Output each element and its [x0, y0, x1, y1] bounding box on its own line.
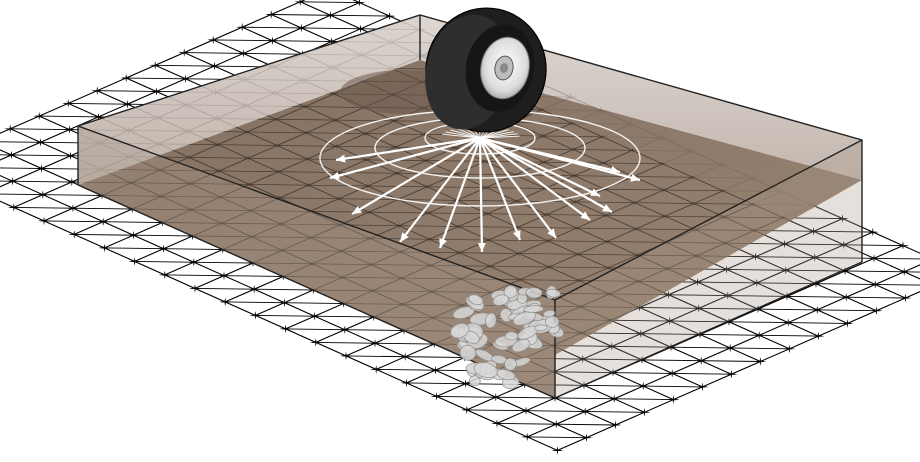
geogrid-node — [725, 370, 737, 378]
geogrid-node — [399, 353, 411, 361]
geogrid-node — [490, 393, 502, 401]
geogrid-node — [867, 228, 879, 236]
geogrid-node — [179, 75, 191, 83]
geogrid-node — [309, 312, 321, 320]
geogrid-node — [66, 178, 78, 186]
geogrid-node — [638, 408, 650, 416]
geogrid-node — [5, 151, 17, 159]
geogrid-node — [98, 244, 110, 252]
geogrid-node — [431, 392, 443, 400]
geogrid-node — [159, 271, 171, 279]
geogrid-node — [666, 369, 678, 377]
geogrid-node — [753, 331, 765, 339]
geogrid-node — [324, 11, 336, 19]
geogrid-node — [178, 48, 190, 56]
geogrid-node — [150, 87, 162, 95]
geogrid-node — [696, 383, 708, 391]
geogrid-node — [149, 61, 161, 69]
geogrid-node — [67, 204, 79, 212]
geogrid-node — [782, 318, 794, 326]
geogrid-node — [580, 434, 592, 442]
geogrid-node — [811, 306, 823, 314]
geogrid-node — [521, 433, 533, 441]
geogrid-rib — [527, 437, 586, 438]
geogrid-node — [278, 299, 290, 307]
geogrid-node — [249, 311, 261, 319]
geogrid-node — [129, 257, 141, 265]
geogrid-node — [121, 100, 133, 108]
geogrid-node — [637, 382, 649, 390]
geogrid-node — [870, 307, 882, 315]
geogrid-node — [63, 125, 75, 133]
geogrid-node — [550, 420, 562, 428]
geogrid-node — [68, 230, 80, 238]
aggregate-stone — [534, 324, 547, 331]
geogrid-node — [266, 37, 278, 45]
geogrid-node — [695, 357, 707, 365]
geogrid-node — [265, 10, 277, 18]
geogrid-node — [667, 395, 679, 403]
geogrid-node — [62, 99, 74, 107]
geogrid-node — [551, 446, 563, 454]
geogrid-node — [158, 245, 170, 253]
geogrid-node — [7, 177, 19, 185]
geogrid-node — [219, 298, 231, 306]
geogrid-rib — [300, 2, 359, 3]
geogrid-node — [280, 325, 292, 333]
geogrid-node — [841, 319, 853, 327]
geogrid-node — [754, 357, 766, 365]
geogrid-node — [840, 293, 852, 301]
geogrid-node — [340, 352, 352, 360]
geogrid-node — [65, 152, 77, 160]
geogrid-node — [899, 294, 911, 302]
geogrid-node — [520, 407, 532, 415]
geogrid-node — [339, 326, 351, 334]
geogrid-node — [579, 407, 591, 415]
geogrid-node — [400, 379, 412, 387]
geogrid-node — [370, 365, 382, 373]
geogrid-node — [189, 284, 201, 292]
geogrid-node — [461, 406, 473, 414]
geogrid-node — [248, 285, 260, 293]
geogrid-rib — [467, 410, 645, 412]
geogrid-node — [207, 36, 219, 44]
geogrid-node — [127, 231, 139, 239]
geogrid-node — [218, 272, 230, 280]
geogrid-node — [295, 24, 307, 32]
geogrid-node — [869, 280, 881, 288]
geogrid-node — [36, 164, 48, 172]
geogrid-node — [491, 419, 503, 427]
geogrid-node — [236, 23, 248, 31]
geogrid-node — [369, 339, 381, 347]
geogrid-node — [91, 87, 103, 95]
geogrid-node — [120, 74, 132, 82]
geogrid-node — [8, 203, 20, 211]
geogrid-node — [384, 12, 396, 20]
geogrid-node — [724, 344, 736, 352]
geogrid-node — [37, 191, 49, 199]
geogrid-node — [208, 62, 220, 70]
geogrid-node — [310, 338, 322, 346]
aggregate-stone — [504, 358, 517, 371]
geogrid-node — [609, 421, 621, 429]
aggregate-stone — [505, 332, 518, 341]
geogrid-node — [294, 0, 306, 6]
geogrid-node — [608, 395, 620, 403]
geogrid-node — [4, 125, 16, 133]
geogrid-node — [38, 217, 50, 225]
geogrid-node — [897, 241, 909, 249]
geogrid-node — [188, 258, 200, 266]
geogrid-node — [33, 112, 45, 120]
geogrid-node — [812, 332, 824, 340]
geogrid-node — [429, 366, 441, 374]
geogrid-node — [34, 138, 46, 146]
geogrid-node — [355, 25, 367, 33]
geogrid-node — [237, 49, 249, 57]
geogrid-node — [97, 218, 109, 226]
geogrid-node — [783, 345, 795, 353]
geogrid-node — [898, 268, 910, 276]
geogrid-node — [868, 254, 880, 262]
